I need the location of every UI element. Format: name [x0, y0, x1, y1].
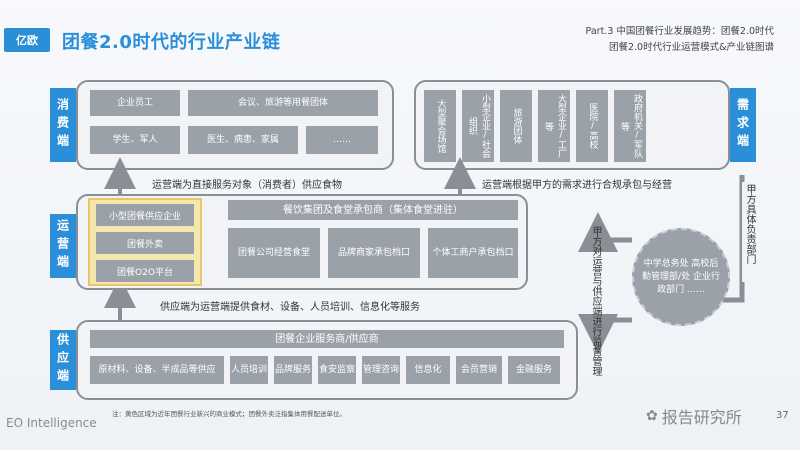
demand-right-caption: 甲方具体负责部门 [742, 182, 757, 282]
supply-cell: 原材料、设备、半成品等供应 [90, 356, 224, 384]
consumer-panel: 企业员工 会议、旅游等用餐团体 学生、军人 医生、病患、家属 …… [76, 80, 394, 170]
demand-cell: 小型企业/社会组织 [462, 90, 494, 162]
operator-sub-cell: 团餐公司经营食堂 [228, 228, 320, 278]
consumer-cell: …… [306, 126, 378, 154]
operator-new-cell: 小型团餐供应企业 [96, 204, 194, 226]
watermark: ✿ 报告研究所 [646, 404, 742, 428]
supply-panel: 团餐企业服务商/供应商 原材料、设备、半成品等供应 人员培训 品牌服务 食安监察… [76, 320, 578, 400]
supply-cell: 品牌服务 [274, 356, 312, 384]
demand-cell: 旅游团体 [500, 90, 532, 162]
gov-arrow-down [578, 314, 632, 354]
operator-header: 餐饮集团及食堂承包商（集体食堂进驻） [228, 200, 518, 220]
supply-cell: 信息化 [406, 356, 450, 384]
highlight-box: 小型团餐供应企业 团餐外卖 团餐O2O平台 [88, 198, 202, 286]
page-number: 37 [776, 410, 789, 421]
supply-cell: 金融服务 [508, 356, 560, 384]
header-subtitle-line2: 团餐2.0时代行业运营模式&产业链图谱 [608, 42, 774, 53]
gov-circle: 中学总务处 高校后勤管理部/处 企业行政部门 …… [632, 228, 730, 326]
consumer-tab: 消费端 [50, 88, 76, 162]
demand-panel: 大型聚会场馆 小型企业/社会组织 旅游团体 大型企业/工厂等 医院/高校 政府机… [414, 80, 730, 170]
supply-cell: 管理咨询 [362, 356, 400, 384]
logo: 亿欧 [4, 28, 50, 52]
supply-cell: 食安监察 [318, 356, 356, 384]
demand-flow-caption: 运营端根据甲方的需求进行合规承包与经营 [482, 180, 672, 191]
supply-cell: 会员营销 [456, 356, 502, 384]
supply-header: 团餐企业服务商/供应商 [90, 330, 564, 348]
gov-caption: 甲方对运营与供应端进行监督管理 [590, 226, 601, 376]
footnote: 注：黄色区域为近年团餐行业新兴的商业模式；团餐外卖泛指集体用餐配送单位。 [112, 410, 346, 418]
operator-new-cell: 团餐O2O平台 [96, 260, 194, 282]
consumer-cell: 会议、旅游等用餐团体 [188, 90, 378, 116]
consumer-cell: 学生、军人 [90, 126, 180, 154]
supply-flow-caption: 供应端为运营端提供食材、设备、人员培训、信息化等服务 [160, 302, 420, 313]
page-title: 团餐2.0时代的行业产业链 [62, 32, 281, 53]
wechat-icon: ✿ [646, 408, 658, 424]
demand-cell: 医院/高校 [576, 90, 608, 162]
demand-tab: 需求端 [730, 88, 756, 162]
demand-cell: 大型聚会场馆 [424, 90, 456, 162]
consumer-flow-caption: 运营端为直接服务对象（消费者）供应食物 [152, 180, 342, 191]
demand-cell: 大型企业/工厂等 [538, 90, 570, 162]
operator-sub-cell: 个体工商户承包档口 [428, 228, 518, 278]
header-subtitle-line1: Part.3 中国团餐行业发展趋势：团餐2.0时代 [585, 26, 774, 37]
header-subtitle: Part.3 中国团餐行业发展趋势：团餐2.0时代 团餐2.0时代行业运营模式&… [586, 24, 774, 56]
operator-new-cell: 团餐外卖 [96, 232, 194, 254]
operator-sub-cell: 品牌商家承包档口 [328, 228, 420, 278]
consumer-cell: 企业员工 [90, 90, 180, 116]
operator-tab: 运营端 [50, 214, 76, 278]
supply-tab: 供应端 [50, 330, 76, 390]
supply-cell: 人员培训 [230, 356, 268, 384]
footer-brand: EO Intelligence [6, 416, 97, 430]
consumer-cell: 医生、病患、家属 [188, 126, 298, 154]
watermark-text: 报告研究所 [661, 408, 742, 427]
demand-cell: 政府机关/军队等 [614, 90, 646, 162]
gov-arrow-up [578, 212, 632, 252]
